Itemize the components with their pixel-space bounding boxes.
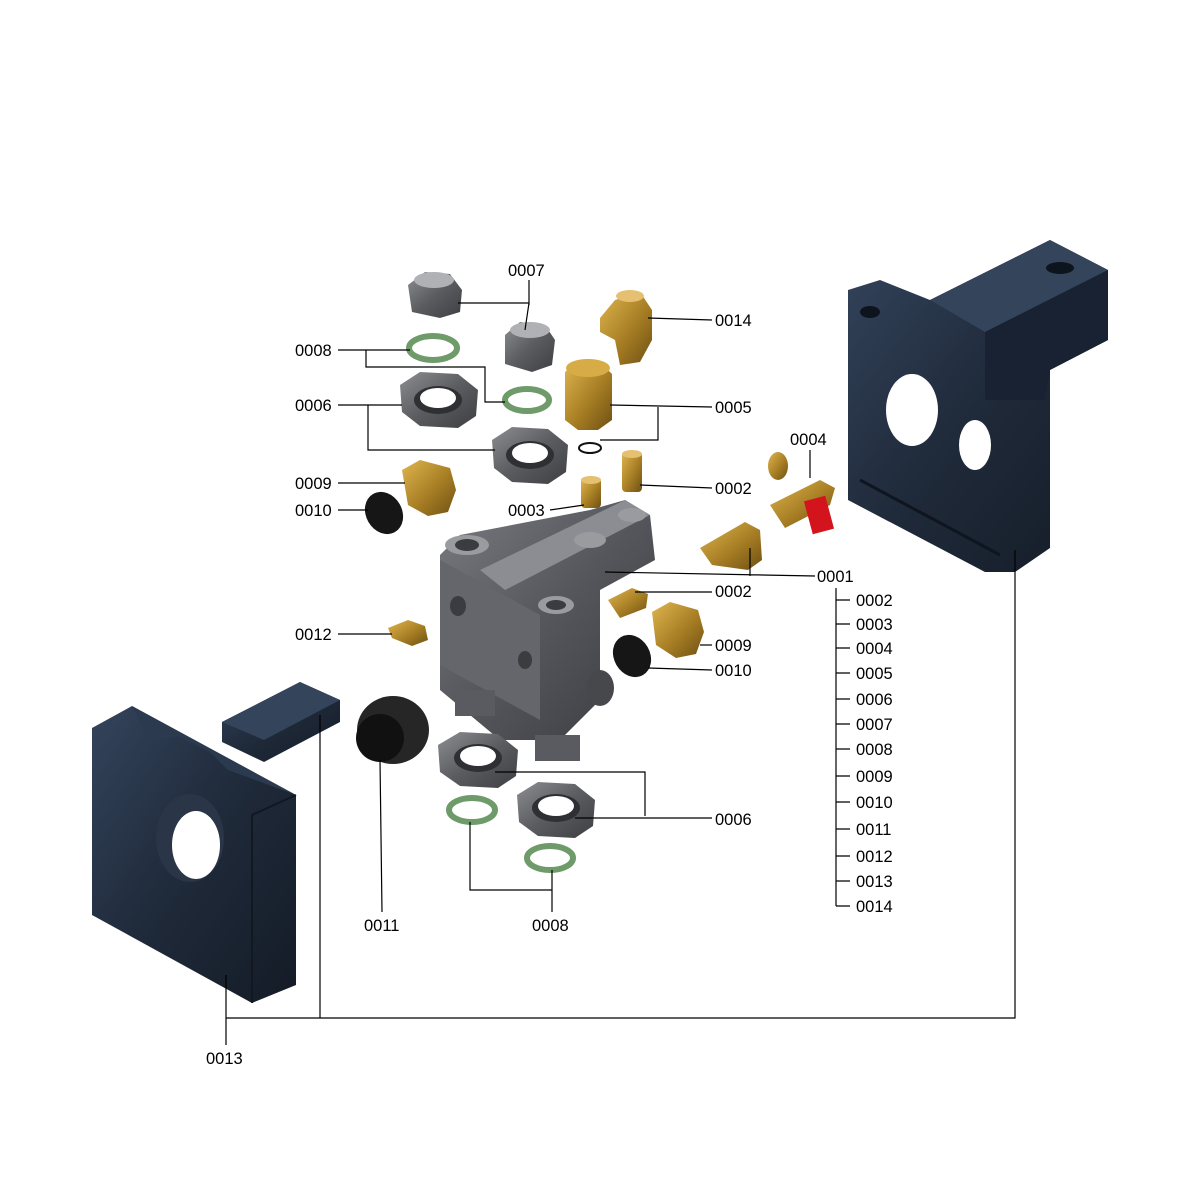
nut-lower-left [438,732,518,788]
nut-upper-left [400,372,478,428]
insulation-shell-rear [848,240,1108,572]
parts-list-item: 0008 [856,741,893,759]
parts-list-item: 0014 [856,898,893,916]
label-0002-top: 0002 [715,480,752,498]
label-0003: 0003 [508,502,545,520]
part-labels: 0007 0014 0008 0006 0005 0004 0009 0002 … [206,262,854,1068]
label-0006-top: 0006 [295,397,332,415]
parts-list-item: 0013 [856,873,893,891]
label-0004: 0004 [790,431,827,449]
air-vent [565,359,612,454]
brass-tee [700,522,762,570]
label-0010-right: 0010 [715,662,752,680]
parts-list-item: 0010 [856,794,893,812]
label-0010-left: 0010 [295,502,332,520]
label-0014: 0014 [715,312,752,330]
black-end-cap [356,696,429,764]
label-0008-bottom: 0008 [532,917,569,935]
gasket-ring-upper-left [406,333,460,363]
label-0013: 0013 [206,1050,243,1068]
leader-lines [225,280,1016,1045]
union-fitting-upper-left [408,272,462,318]
parts-list-item: 0003 [856,616,893,634]
gasket-ring-lower-right [524,843,576,873]
label-0009-right: 0009 [715,637,752,655]
nut-lower-right [517,782,595,838]
brass-drain-cock [388,620,428,646]
ball-valve [768,452,835,535]
gasket-ring-lower-left [446,795,498,825]
parts-list-item: 0002 [856,592,893,610]
label-0012: 0012 [295,626,332,644]
insulation-shell-front [92,706,297,1003]
label-0002-mid: 0002 [715,583,752,601]
brass-plug-left [402,460,456,516]
label-0009-left: 0009 [295,475,332,493]
label-0005: 0005 [715,399,752,417]
label-0011: 0011 [364,917,399,935]
parts-list-item: 0004 [856,640,893,658]
parts-list-item: 0009 [856,768,893,786]
parts-list-item: 0007 [856,716,893,734]
parts-list-item: 0006 [856,691,893,709]
parts-list: 0002 0003 0004 0005 0006 0007 0008 0009 … [856,592,893,916]
parts-list-item: 0005 [856,665,893,683]
manifold-body [440,500,655,761]
nut-upper-right [492,427,568,484]
brass-nipple-0002-top [622,450,642,492]
brass-angle-fitting [600,290,652,365]
black-seal-right [612,634,652,678]
label-0008-top: 0008 [295,342,332,360]
label-0006-bottom: 0006 [715,811,752,829]
label-0007: 0007 [508,262,545,280]
union-fitting-upper-right [505,322,555,372]
brass-nipple-0003 [581,476,601,508]
gasket-ring-upper-right [502,386,552,414]
parts-list-item: 0012 [856,848,893,866]
brass-nipple-0002-mid [608,588,648,618]
brass-plug-right [652,602,704,658]
black-seal-left [364,491,404,535]
insulation-insert [222,682,340,762]
parts-list-item: 0011 [856,821,891,839]
label-0001: 0001 [817,568,854,586]
